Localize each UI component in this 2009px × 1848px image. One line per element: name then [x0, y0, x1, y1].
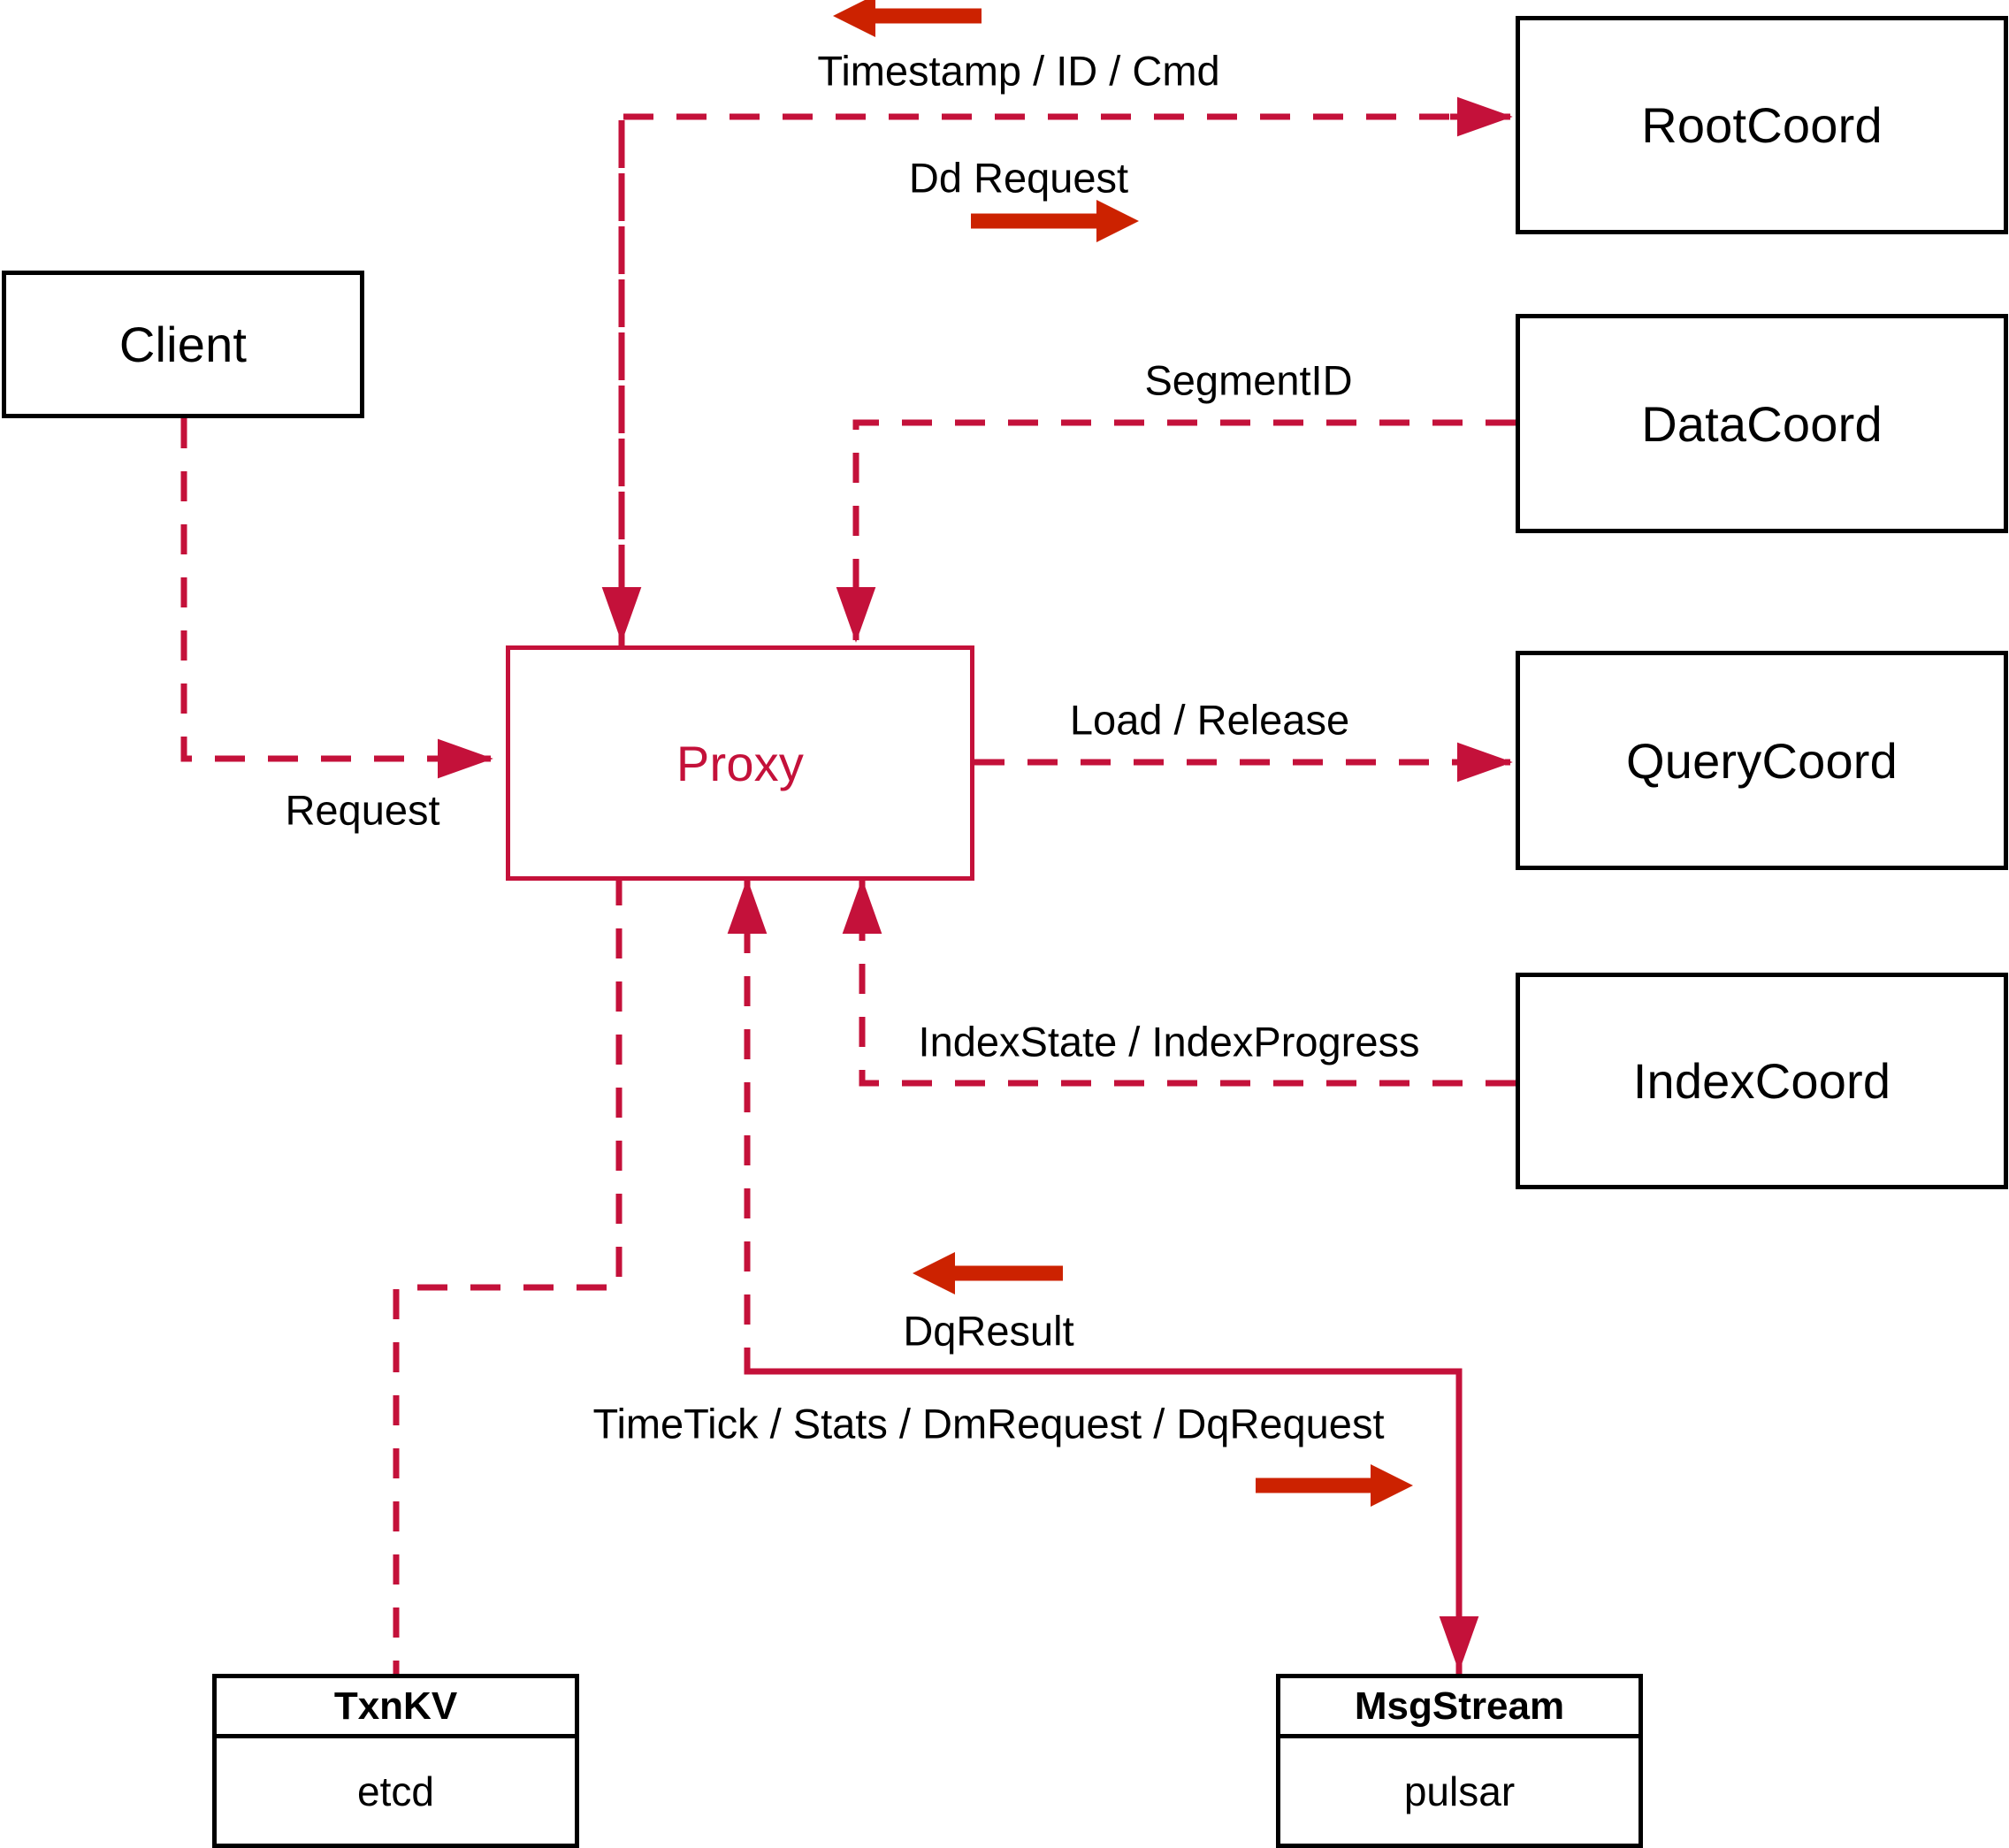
edge-label-dq-result: DqResult [903, 1307, 1074, 1355]
direction-arrow-dm-request [1256, 1464, 1413, 1507]
node-proxy[interactable]: Proxy [506, 645, 974, 881]
node-client[interactable]: Client [2, 271, 364, 418]
edge-label-timestamp-id-cmd: Timestamp / ID / Cmd [817, 47, 1220, 95]
edge-label-timetick-stats: TimeTick / Stats / DmRequest / DqRequest [592, 1400, 1385, 1447]
edge-label-dd-request: Dd Request [908, 154, 1129, 202]
direction-arrow-timestamp [833, 0, 982, 37]
edge-proxy-to-txnkv [393, 875, 623, 1674]
direction-arrow-dq-result [913, 1252, 1063, 1294]
node-msgstream-body: pulsar [1403, 1768, 1516, 1814]
node-txnkv[interactable]: TxnKV etcd [212, 1674, 579, 1848]
direction-arrow-dd-request [971, 200, 1139, 242]
node-indexcoord-label: IndexCoord [1632, 1053, 1891, 1109]
edge-indexcoord-to-proxy [842, 878, 1516, 1087]
node-proxy-label: Proxy [676, 735, 805, 791]
edge-label-index-state: IndexState / IndexProgress [918, 1018, 1420, 1065]
edge-label-segment-id: SegmentID [1144, 356, 1353, 404]
node-indexcoord[interactable]: IndexCoord [1516, 973, 2008, 1189]
node-rootcoord[interactable]: RootCoord [1516, 16, 2008, 234]
node-client-label: Client [118, 317, 248, 372]
edge-msgstream-to-proxy [727, 878, 1479, 1674]
edge-client-to-proxy [180, 418, 493, 779]
node-querycoord[interactable]: QueryCoord [1516, 651, 2008, 870]
node-msgstream[interactable]: MsgStream pulsar [1276, 1674, 1643, 1848]
node-datacoord[interactable]: DataCoord [1516, 314, 2008, 533]
edge-label-request: Request [285, 786, 440, 834]
edge-datacoord-to-proxy [836, 419, 1516, 643]
node-querycoord-label: QueryCoord [1625, 732, 1898, 789]
edge-label-load-release: Load / Release [1069, 696, 1350, 744]
node-datacoord-label: DataCoord [1641, 395, 1883, 452]
edge-proxy-to-rootcoord [601, 96, 1513, 645]
node-msgstream-header: MsgStream [1280, 1678, 1639, 1738]
node-txnkv-body: etcd [357, 1768, 434, 1814]
node-rootcoord-label: RootCoord [1641, 97, 1883, 153]
node-txnkv-header: TxnKV [217, 1678, 575, 1738]
